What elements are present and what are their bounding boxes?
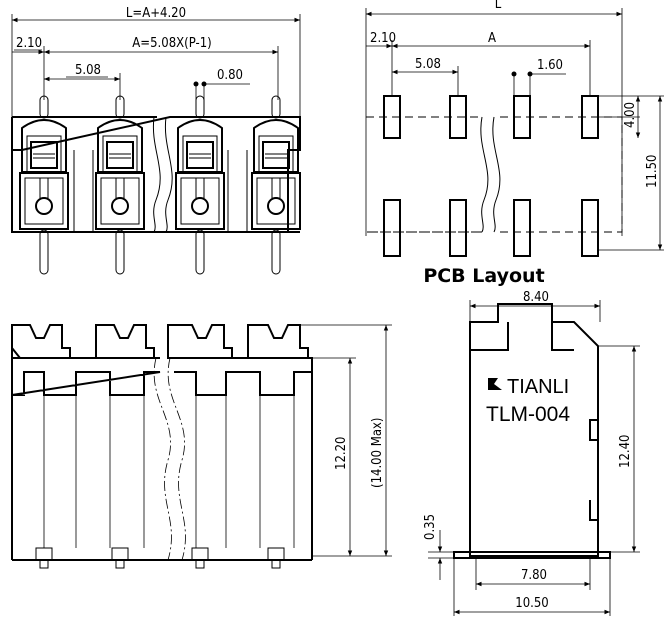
pcb-holes-top-row	[383, 95, 599, 139]
dimension-span: 2.10 A=5.08X(P-1)	[12, 36, 279, 100]
pcb-hole-width-label: 1.60	[537, 58, 563, 73]
end-dimension-foot-thickness: 0.35	[423, 514, 454, 580]
pcb-dimension-pitch: 5.08	[392, 57, 459, 96]
end-height-label: 12.40	[618, 435, 633, 468]
dimension-overall-length: L=A+4.20	[11, 6, 301, 118]
pcb-layout-title: PCB Layout	[423, 265, 544, 287]
pitch-label: 5.08	[75, 63, 101, 78]
pin-width-label: 0.80	[217, 68, 243, 83]
pcb-layout-view: L 2.10 A 5.08 1.60	[365, 0, 664, 287]
pcb-dimension-hole-width: 1.60	[511, 58, 566, 96]
max-height-label: (14.00 Max)	[370, 418, 385, 489]
pcb-overall-label: L	[495, 0, 502, 12]
tianli-logo-icon	[488, 378, 502, 390]
end-dimension-height: 12.40	[598, 345, 640, 553]
model-label: TLM-004	[486, 403, 570, 426]
end-logo: TIANLI TLM-004	[486, 376, 570, 426]
pcb-holes-bottom-row	[383, 199, 599, 257]
overall-length-label: L=A+4.20	[126, 6, 186, 21]
end-dimension-foot-outer: 10.50	[454, 596, 610, 615]
end-view: 8.40 TIANLI TLM-004 12.40	[423, 290, 640, 616]
pcb-edge-offset-label: 2.10	[370, 31, 396, 46]
pcb-dimension-span: 2.10 A	[366, 31, 591, 96]
connector-front-body	[11, 116, 301, 233]
terminal-unit-2	[95, 119, 145, 230]
pcb-row-span-label: 11.50	[645, 155, 660, 188]
foot-outer-label: 10.50	[515, 596, 548, 611]
pcb-span-label: A	[488, 31, 496, 46]
width-top-label: 8.40	[523, 290, 549, 305]
side-view: 12.20 (14.00 Max)	[11, 324, 392, 569]
front-pins-bottom	[39, 229, 281, 275]
brand-label: TIANLI	[507, 376, 569, 398]
side-dimension-heights: 12.20 (14.00 Max)	[300, 324, 392, 557]
front-pins-top	[39, 95, 281, 119]
pcb-dimension-rows: 4.00 11.50	[598, 95, 664, 251]
span-formula-label: A=5.08X(P-1)	[132, 36, 211, 51]
foot-inner-label: 7.80	[521, 568, 547, 583]
body-height-label: 12.20	[334, 437, 349, 470]
foot-thickness-label: 0.35	[423, 514, 438, 540]
dimension-pitch: 5.08	[44, 63, 121, 100]
terminal-unit-3	[175, 119, 225, 230]
pcb-row-offset-label: 4.00	[623, 102, 638, 128]
end-dimension-foot-inner: 7.80	[476, 568, 590, 587]
front-view: L=A+4.20 2.10 A=5.08X(P-1) 5.08 0.80	[11, 6, 301, 275]
side-view-pins	[35, 547, 285, 569]
dimension-pin-width: 0.80	[193, 68, 250, 100]
terminal-unit-4	[251, 119, 301, 230]
terminal-unit-1	[19, 119, 69, 230]
end-dimension-width-top: 8.40	[469, 290, 601, 322]
pcb-pitch-label: 5.08	[415, 57, 441, 72]
edge-offset-label: 2.10	[16, 36, 42, 51]
